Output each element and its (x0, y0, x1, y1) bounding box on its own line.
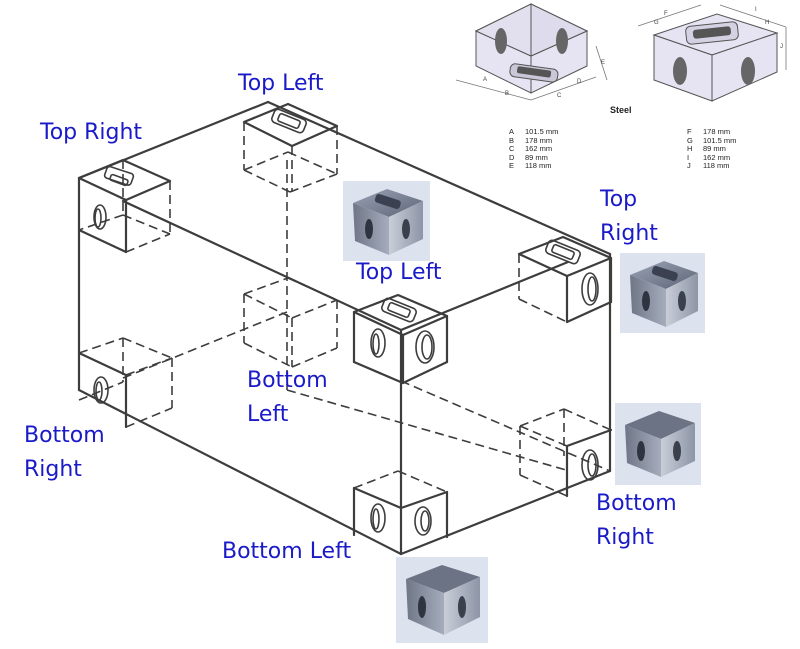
casting-photo-bottom-left (396, 557, 488, 643)
dim-letter-j: J (780, 44, 783, 50)
spec-drawing-top-casting (637, 4, 787, 102)
casting-photo-bottom-right (615, 403, 701, 485)
corner-cube-top-left-front (352, 293, 449, 385)
casting-photo-top-left (343, 181, 430, 261)
dim-letter-i: I (755, 7, 757, 13)
corner-cube-bottom-left-front (352, 470, 449, 539)
hidden-edge-bottom-rear-right (286, 389, 567, 471)
edge-top-front-right (399, 260, 570, 332)
label-bottom-right-front: Bottom Right (596, 491, 677, 550)
edge-bottom-right (399, 469, 612, 556)
label-top-right-rear: Top Right (40, 120, 143, 145)
label-bottom-left-rear: Bottom Left (247, 368, 328, 427)
dim-letter-g: G (654, 20, 659, 26)
dim-letter-e: E (601, 60, 605, 66)
corner-cube-top-right-rear (77, 158, 172, 254)
corner-cube-bottom-right-front (519, 408, 613, 498)
dim-letter-a: A (483, 77, 487, 83)
spec-dimension-letters: A B C D E F G H I J (483, 7, 783, 99)
casting-photo-top-right (620, 253, 705, 333)
spec-drawing-bottom-casting (455, 3, 608, 101)
label-bottom-left-front: Bottom Left (222, 539, 352, 564)
hidden-edge-bottom-rear-left (122, 311, 288, 379)
dim-letter-c: C (557, 93, 562, 99)
dim-letter-d: D (577, 79, 582, 85)
label-bottom-right-rear: Bottom Right (24, 423, 105, 482)
dim-letter-f: F (664, 11, 668, 17)
hidden-edge-mid (400, 380, 611, 472)
dim-letter-h: H (765, 20, 769, 26)
spec-material-title: Steel (610, 105, 632, 115)
corner-cube-top-left-rear (242, 102, 339, 193)
label-top-right-front: Top Right (600, 187, 658, 246)
label-top-left-rear: Top Left (238, 71, 324, 96)
label-top-left-front: Top Left (356, 260, 442, 285)
edge-top-rear-right (266, 100, 612, 256)
edge-bottom-left (77, 388, 403, 556)
edge-top-front-left (121, 199, 403, 332)
corner-cube-bottom-right-rear (77, 337, 173, 429)
dim-letter-b: B (505, 91, 509, 97)
corner-cube-top-right-front (517, 235, 613, 324)
corner-cube-bottom-left-rear (243, 277, 338, 368)
